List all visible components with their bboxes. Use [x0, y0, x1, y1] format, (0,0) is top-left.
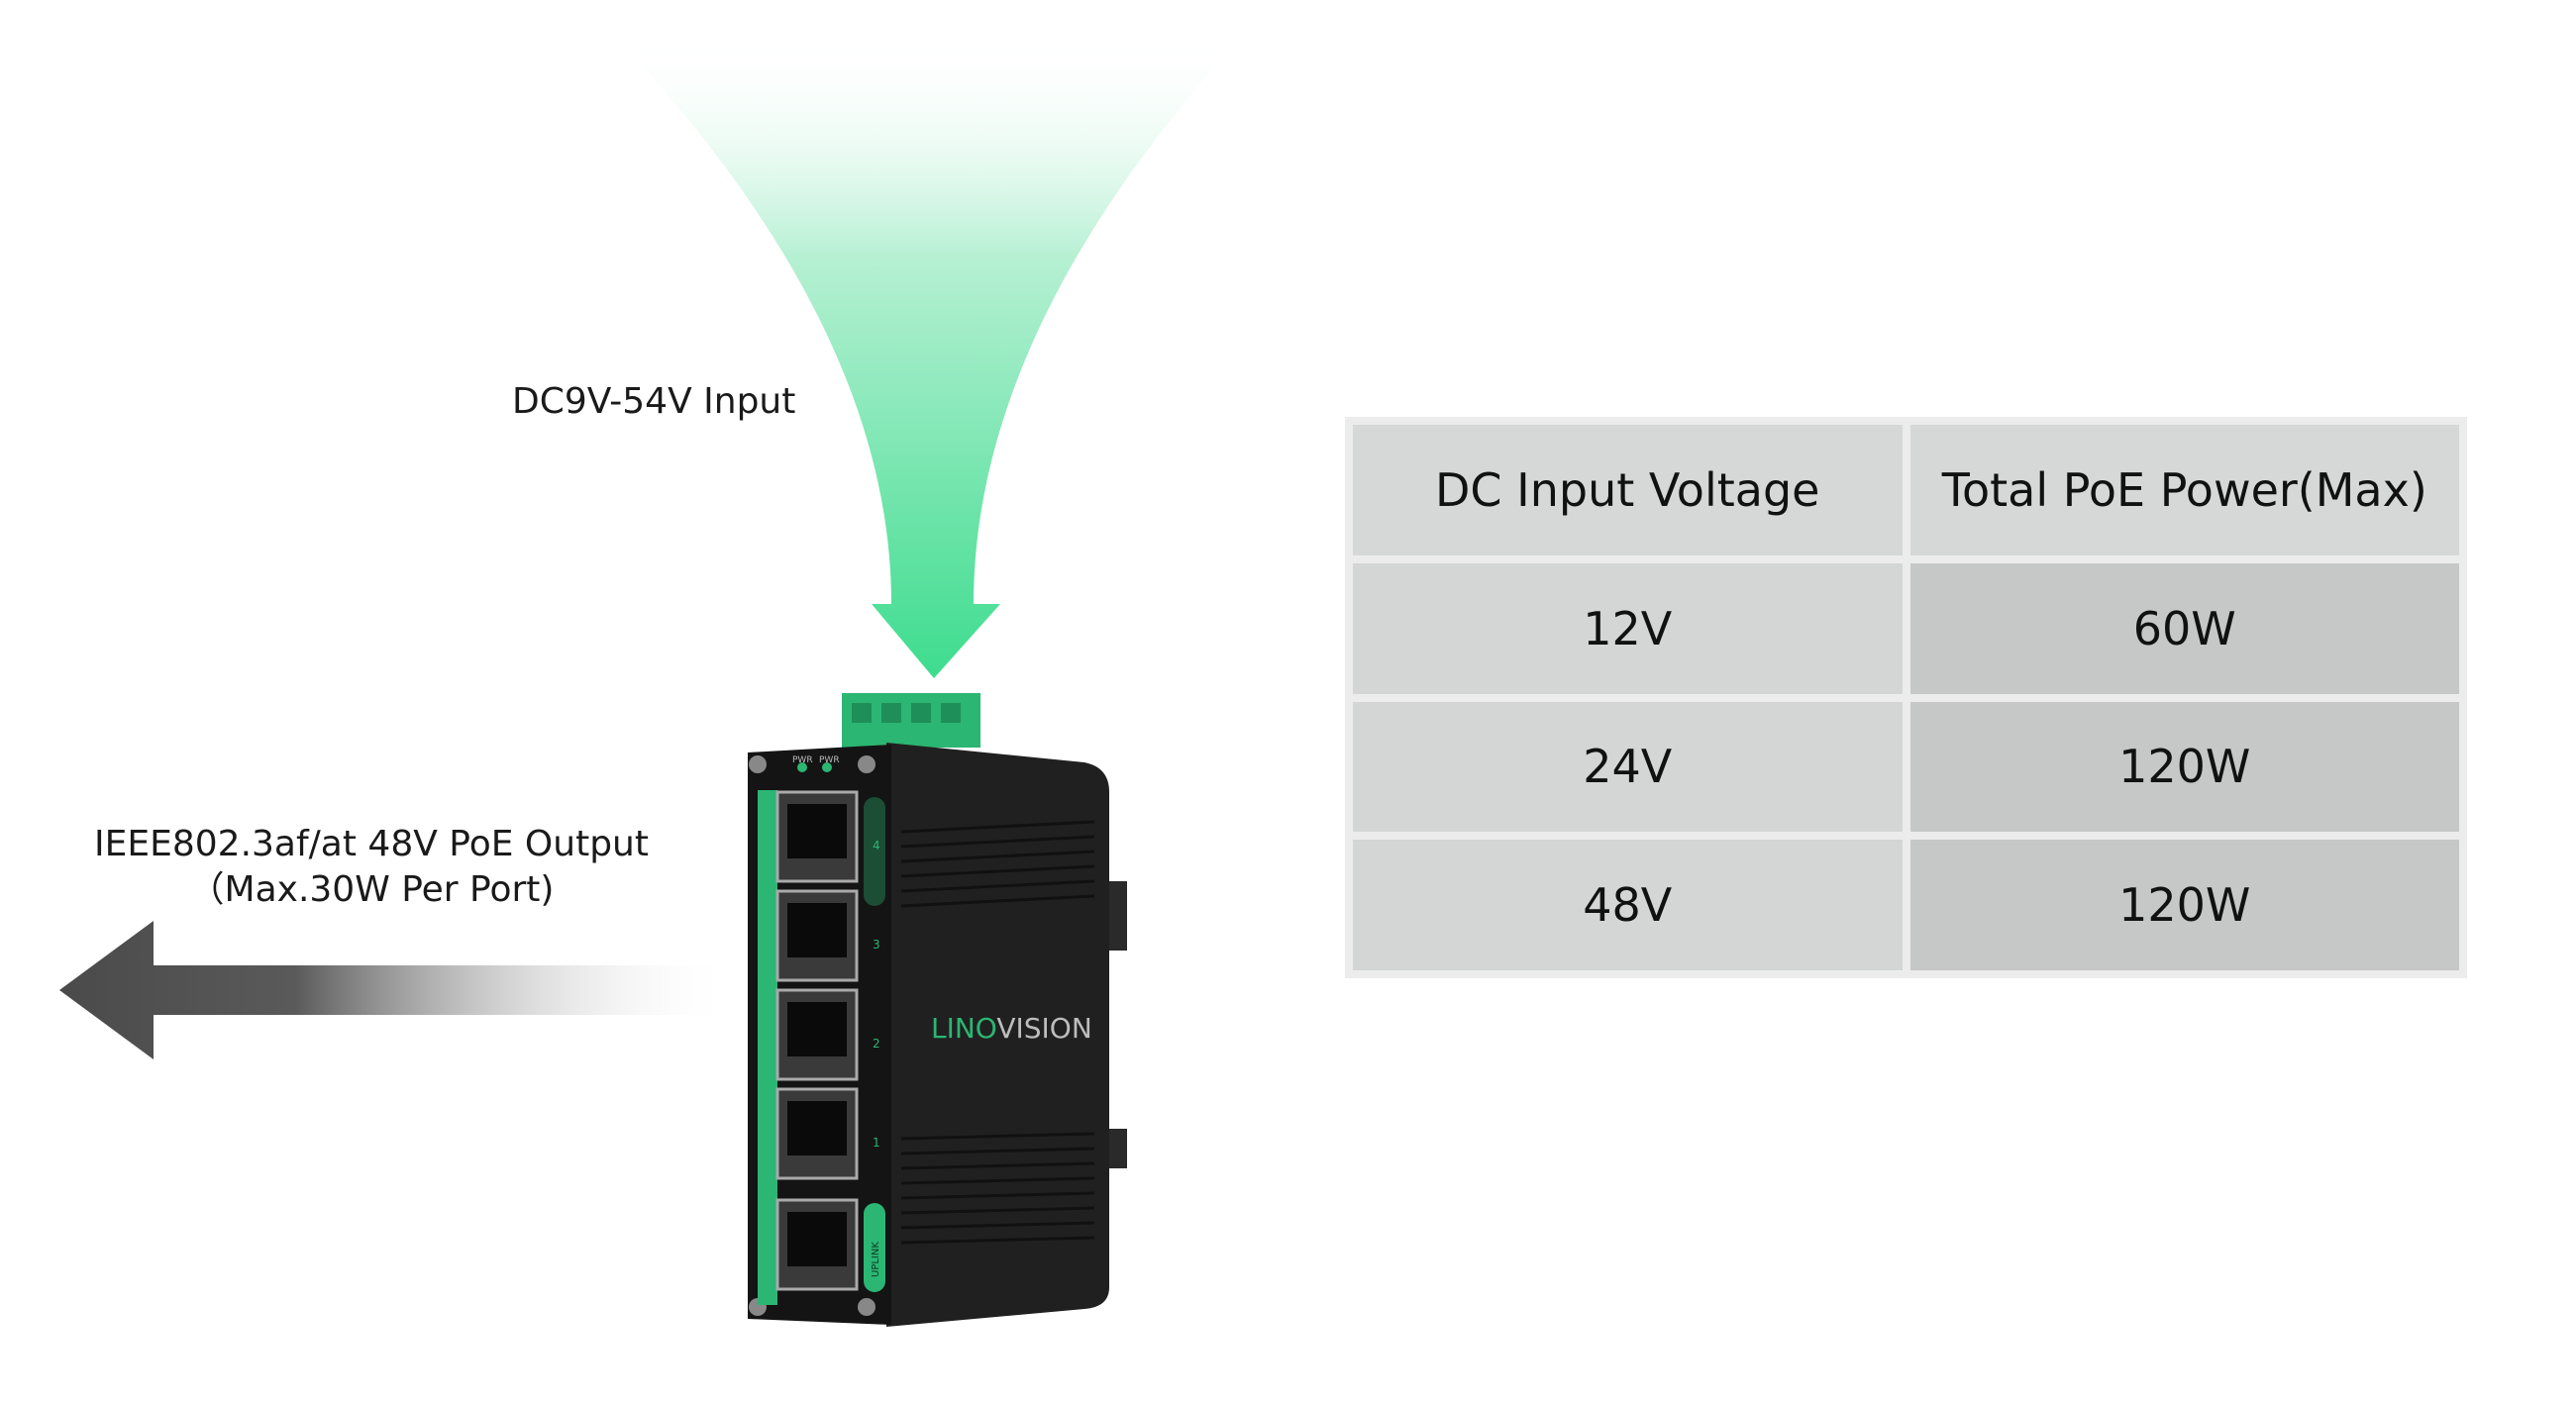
power-input-arrow-icon	[609, 30, 1248, 678]
port-label-3: 3	[873, 938, 880, 952]
pwr-label-2: PWR	[819, 755, 840, 765]
poe-switch-device: PWR PWR 4 3 2 1 UPLINK LINOVISION	[748, 693, 1127, 1327]
table-cell-voltage: 48V	[1353, 840, 1903, 970]
table-cell-power: 120W	[1909, 701, 2459, 833]
table-header-power: Total PoE Power(Max)	[1909, 425, 2459, 555]
brand-logo: LINOVISION	[931, 1012, 1092, 1045]
ethernet-ports	[758, 790, 859, 1305]
pwr-label-1: PWR	[792, 755, 813, 765]
table-cell-voltage: 12V	[1353, 562, 1903, 694]
table-header-voltage: DC Input Voltage	[1353, 425, 1903, 555]
table-cell-power: 60W	[1909, 562, 2459, 694]
table-cell-voltage: 24V	[1353, 701, 1903, 833]
poe-power-table: DC Input Voltage Total PoE Power(Max) 12…	[1345, 417, 2467, 978]
table-cell-power: 120W	[1909, 840, 2459, 970]
poe-output-line2: （Max.30W Per Port)	[188, 869, 555, 910]
poe-output-line1: IEEE802.3af/at 48V PoE Output	[94, 824, 649, 864]
port-label-2: 2	[873, 1037, 880, 1051]
port-label-4: 4	[873, 839, 880, 853]
power-input-label: DC9V-54V Input	[512, 381, 796, 422]
poe-output-label: IEEE802.3af/at 48V PoE Output （Max.30W P…	[94, 822, 649, 913]
poe-output-arrow-icon	[59, 921, 733, 1059]
port-label-1: 1	[873, 1136, 880, 1150]
uplink-label: UPLINK	[871, 1242, 881, 1277]
